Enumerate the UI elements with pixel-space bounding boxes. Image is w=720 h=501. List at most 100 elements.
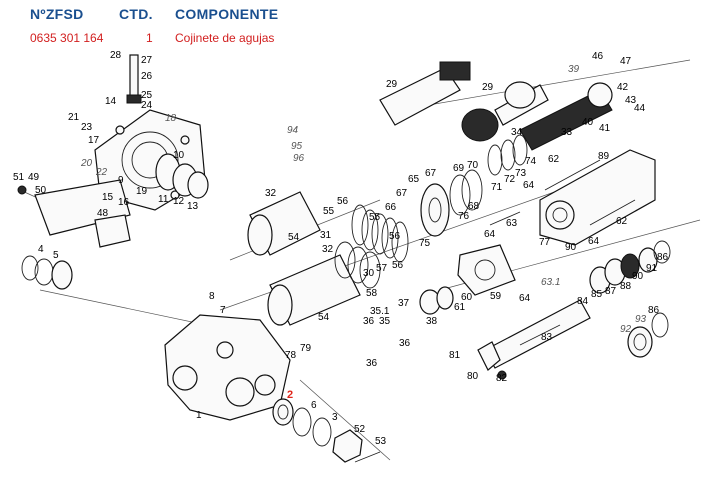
callout-66[interactable]: 66 [385,202,397,213]
callout-76[interactable]: 76 [458,211,470,222]
callout-1[interactable]: 1 [196,410,202,421]
callout-36-a[interactable]: 36 [363,316,375,327]
callout-80[interactable]: 80 [467,371,479,382]
callout-32-lower[interactable]: 32 [322,244,334,255]
callout-36-b[interactable]: 36 [399,338,411,349]
callout-94[interactable]: 94 [287,125,299,136]
callout-3[interactable]: 3 [332,412,338,423]
callout-52[interactable]: 52 [354,424,366,435]
callout-82[interactable]: 82 [496,373,508,384]
callout-43[interactable]: 43 [625,95,637,106]
callout-49[interactable]: 49 [28,172,40,183]
callout-41[interactable]: 41 [599,123,611,134]
callout-77[interactable]: 77 [539,237,551,248]
callout-19[interactable]: 19 [136,186,148,197]
callout-56-c[interactable]: 56 [392,260,404,271]
callout-13[interactable]: 13 [187,201,199,212]
callout-15[interactable]: 15 [102,192,114,203]
callout-92[interactable]: 92 [620,324,632,335]
callout-56-a[interactable]: 56 [337,196,349,207]
callout-39[interactable]: 39 [568,64,580,75]
callout-4[interactable]: 4 [38,244,44,255]
callout-91[interactable]: 91 [646,263,658,274]
callout-75[interactable]: 75 [419,238,431,249]
callout-89[interactable]: 89 [598,151,610,162]
callout-30[interactable]: 30 [363,268,375,279]
callout-84[interactable]: 84 [577,296,589,307]
callout-90-a[interactable]: 90 [565,242,577,253]
callout-44[interactable]: 44 [634,103,646,114]
callout-38[interactable]: 38 [426,316,438,327]
callout-57[interactable]: 57 [376,263,388,274]
callout-37[interactable]: 37 [398,298,410,309]
callout-34[interactable]: 34 [511,127,523,138]
callout-17[interactable]: 17 [88,135,100,146]
callout-25[interactable]: 25 [141,90,153,101]
callout-16[interactable]: 16 [118,197,130,208]
callout-87[interactable]: 87 [605,286,617,297]
callout-53[interactable]: 53 [375,436,387,447]
callout-12[interactable]: 12 [173,196,185,207]
callout-79[interactable]: 79 [300,343,312,354]
callout-36-c[interactable]: 36 [366,358,378,369]
callout-48[interactable]: 48 [97,208,109,219]
callout-64-c[interactable]: 64 [588,236,600,247]
callout-6[interactable]: 6 [311,400,317,411]
callout-62-upper[interactable]: 62 [548,154,560,165]
callout-2-highlighted[interactable]: 2 [287,389,293,401]
callout-83[interactable]: 83 [541,332,553,343]
callout-55-b[interactable]: 55 [369,212,381,223]
callout-78[interactable]: 78 [285,350,297,361]
callout-90-b[interactable]: 90 [632,271,644,282]
callout-62-lower[interactable]: 62 [616,216,628,227]
callout-40[interactable]: 40 [582,117,594,128]
callout-54-upper[interactable]: 54 [288,232,300,243]
callout-64-a[interactable]: 64 [523,180,535,191]
callout-64-b[interactable]: 64 [484,229,496,240]
callout-63[interactable]: 63 [506,218,518,229]
callout-18[interactable]: 18 [165,113,177,124]
callout-86-upper[interactable]: 86 [657,252,669,263]
callout-58[interactable]: 58 [366,288,378,299]
callout-27[interactable]: 27 [141,55,153,66]
callout-68[interactable]: 68 [468,201,480,212]
callout-69[interactable]: 69 [453,163,465,174]
callout-31[interactable]: 31 [320,230,332,241]
callout-46[interactable]: 46 [592,51,604,62]
callout-65[interactable]: 65 [408,174,420,185]
callout-35[interactable]: 35 [379,316,391,327]
callout-42[interactable]: 42 [617,82,629,93]
callout-22[interactable]: 22 [95,167,108,178]
callout-35-1[interactable]: 35.1 [370,306,390,317]
callout-96[interactable]: 96 [293,153,305,164]
callout-56-b[interactable]: 56 [389,231,401,242]
callout-85[interactable]: 85 [591,289,603,300]
callout-5[interactable]: 5 [53,250,59,261]
callout-63-1[interactable]: 63.1 [541,277,560,288]
callout-33[interactable]: 33 [561,127,573,138]
callout-74[interactable]: 74 [525,156,537,167]
callout-21[interactable]: 21 [68,112,80,123]
callout-71[interactable]: 71 [491,182,503,193]
callout-70[interactable]: 70 [467,160,479,171]
callout-51[interactable]: 51 [13,172,25,183]
callout-59[interactable]: 59 [490,291,502,302]
callout-47[interactable]: 47 [620,56,632,67]
callout-93[interactable]: 93 [635,314,647,325]
callout-50[interactable]: 50 [35,185,47,196]
callout-67-b[interactable]: 67 [425,168,437,179]
callout-26[interactable]: 26 [141,71,153,82]
callout-7[interactable]: 7 [220,305,226,316]
part-component[interactable]: Cojinete de agujas [175,31,275,45]
callout-60[interactable]: 60 [461,292,473,303]
callout-8[interactable]: 8 [209,291,215,302]
callout-86-lower[interactable]: 86 [648,305,660,316]
callout-67-a[interactable]: 67 [396,188,408,199]
callout-29-right[interactable]: 29 [482,82,494,93]
callout-11[interactable]: 11 [158,194,169,205]
callout-61[interactable]: 61 [454,302,466,313]
callout-54-lower[interactable]: 54 [318,312,330,323]
callout-88[interactable]: 88 [620,281,632,292]
callout-81[interactable]: 81 [449,350,461,361]
callout-20[interactable]: 20 [80,158,93,169]
